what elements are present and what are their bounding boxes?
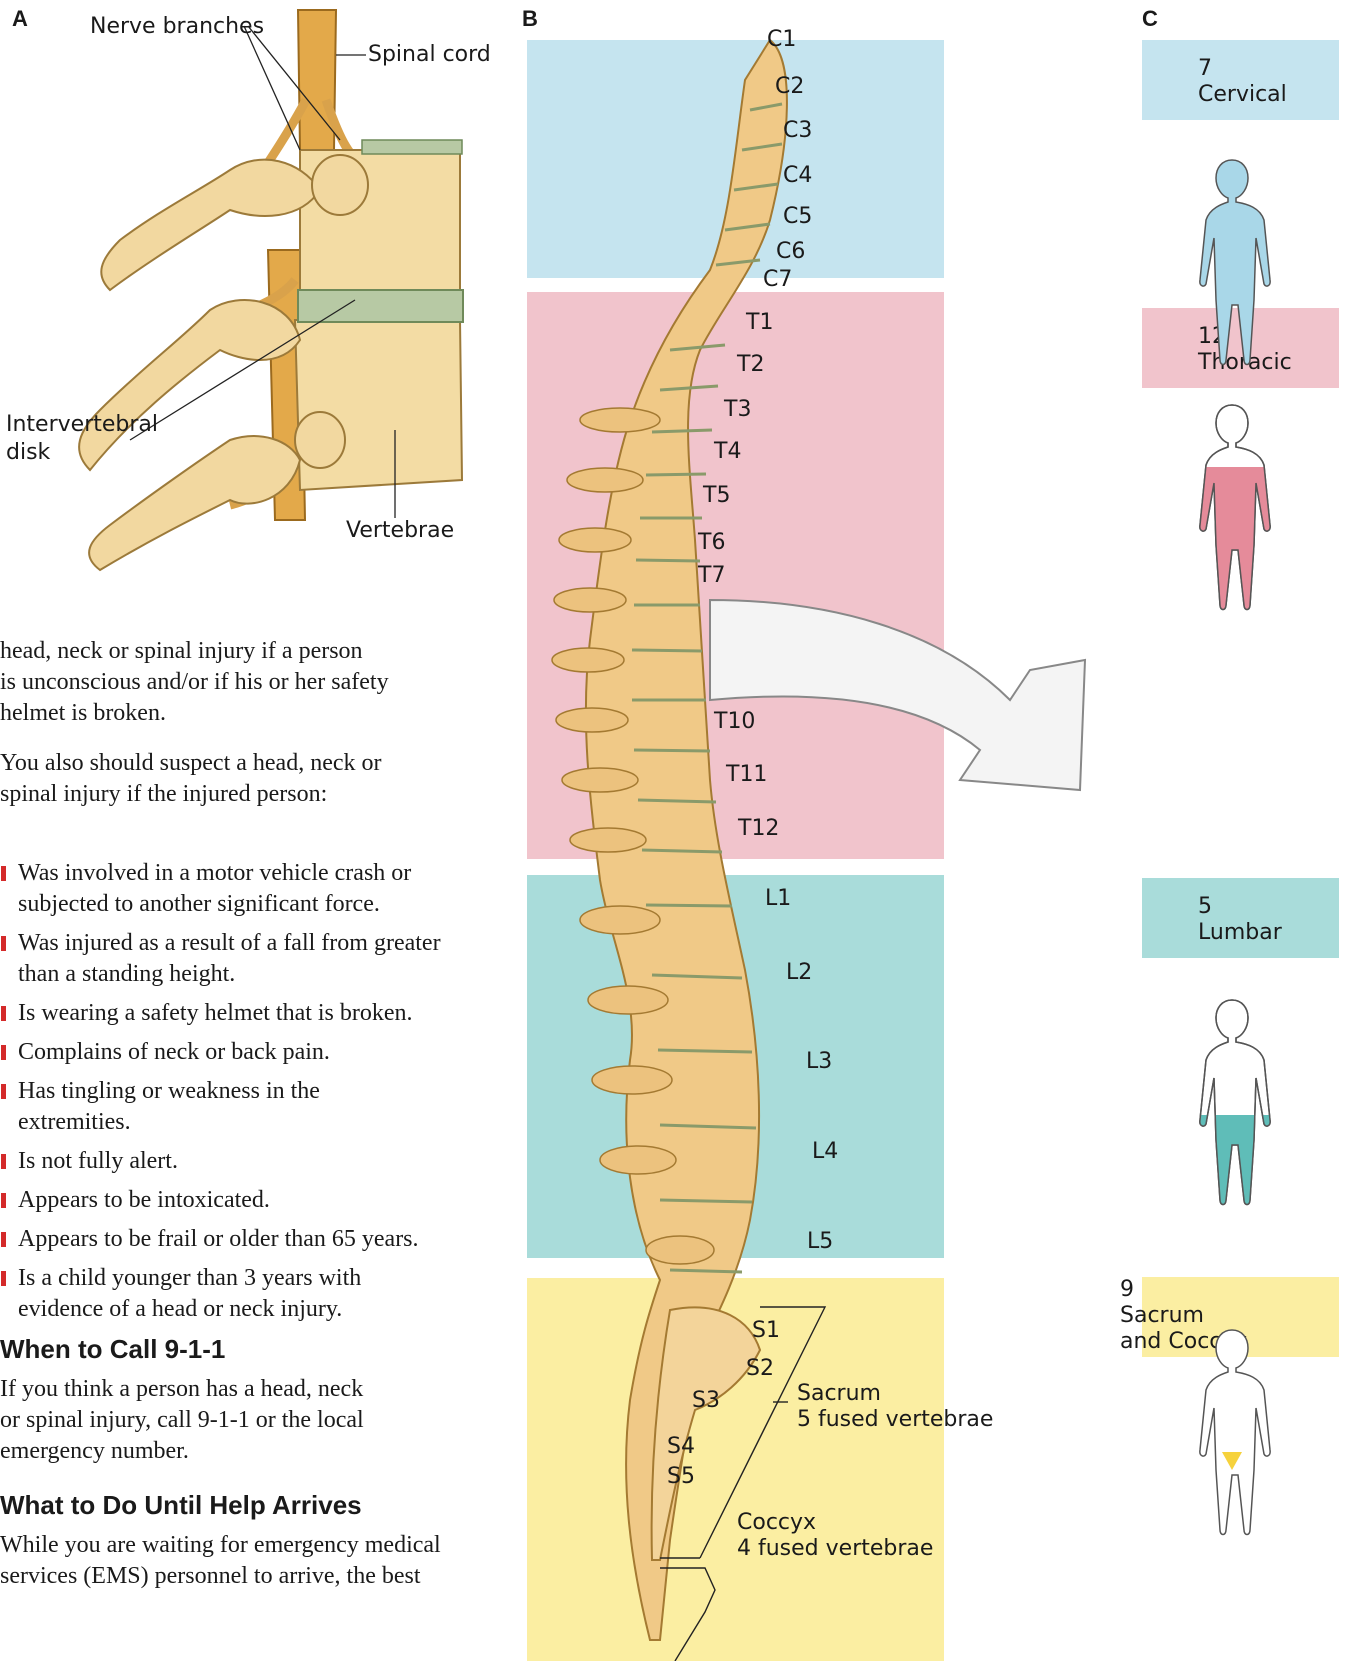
paragraph-3-line-3: emergency number. [0,1436,500,1467]
label-s1: S1 [752,1318,780,1343]
paragraph-1-line-2: is unconscious and/or if his or her safe… [0,667,500,698]
label-coccyx-title: Coccyx [737,1510,816,1535]
paragraph-1-line-3: helmet is broken. [0,698,500,729]
label-l1: L1 [765,886,791,911]
heading-what-to-do: What to Do Until Help Arrives [0,1490,362,1521]
label-l4: L4 [812,1139,838,1164]
intervertebral-disk-shape [298,290,463,322]
figure-thoracic [1182,405,1282,627]
figure-cervical [1200,160,1270,365]
list-item: Appears to be frail or older than 65 yea… [0,1224,470,1255]
list-item: Is wearing a safety helmet that is broke… [0,998,470,1029]
paragraph-3-line-1: If you think a person has a head, neck [0,1374,500,1405]
paragraph-2-line-2: spinal injury if the injured person: [0,779,500,810]
label-sacrum-sub: 5 fused vertebrae [797,1407,993,1432]
label-t11: T11 [726,762,767,787]
paragraph-3-line-2: or spinal injury, call 9-1-1 or the loca… [0,1405,500,1436]
list-item: Is a child younger than 3 years with evi… [0,1263,428,1325]
paragraph-1: head, neck or spinal injury if a person … [0,636,500,729]
paragraph-3: If you think a person has a head, neck o… [0,1374,500,1467]
paragraph-2-line-1: You also should suspect a head, neck or [0,748,500,779]
list-item: Was injured as a result of a fall from g… [0,928,470,990]
label-l3: L3 [806,1049,832,1074]
figure-sacrum-coccyx [1200,1330,1270,1535]
paragraph-4-line-1: While you are waiting for emergency medi… [0,1530,500,1561]
paragraph-4-line-2: services (EMS) personnel to arrive, the … [0,1561,500,1592]
region-box-cervical: 7 Cervical [1142,40,1339,120]
label-t7: T7 [698,563,725,588]
label-s2: S2 [746,1356,774,1381]
label-sacrum-title: Sacrum [797,1381,881,1406]
paragraph-2: You also should suspect a head, neck or … [0,748,500,810]
heading-when-to-call: When to Call 9-1-1 [0,1334,225,1365]
label-nerve-branches: Nerve branches [90,14,264,39]
label-vertebrae: Vertebrae [346,518,454,543]
label-t12: T12 [738,816,779,841]
label-t5: T5 [703,483,730,508]
label-t2: T2 [737,352,764,377]
label-c6: C6 [776,239,805,264]
label-c1: C1 [767,27,796,52]
list-item: Complains of neck or back pain. [0,1037,470,1068]
region-name-cervical: Cervical [1142,82,1339,108]
list-item: Appears to be intoxicated. [0,1185,470,1216]
label-c7: C7 [763,267,792,292]
label-spinal-cord: Spinal cord [368,42,491,67]
region-count-cervical: 7 [1142,40,1339,82]
list-item: Is not fully alert. [0,1146,470,1177]
label-coccyx-sub: 4 fused vertebrae [737,1536,933,1561]
body-figures [1130,140,1330,1540]
panel-letter-c: C [1142,6,1158,32]
paragraph-1-line-1: head, neck or spinal injury if a person [0,636,500,667]
label-c3: C3 [783,118,812,143]
injury-signs-list: Was involved in a motor vehicle crash or… [0,858,470,1333]
label-intervertebral-disk-line1: Intervertebral [6,412,158,437]
label-l2: L2 [786,960,812,985]
label-s5: S5 [667,1464,695,1489]
label-s4: S4 [667,1434,695,1459]
label-s3: S3 [692,1388,720,1413]
figure-lumbar [1182,1000,1282,1225]
label-c2: C2 [775,74,804,99]
label-t10: T10 [714,709,755,734]
list-item: Was involved in a motor vehicle crash or… [0,858,470,920]
label-l5: L5 [807,1229,833,1254]
label-t6: T6 [698,530,725,555]
label-t1: T1 [746,310,773,335]
label-c5: C5 [783,204,812,229]
label-t3: T3 [724,397,751,422]
paragraph-4: While you are waiting for emergency medi… [0,1530,500,1592]
label-intervertebral-disk-line2: disk [6,440,50,465]
label-c4: C4 [783,163,812,188]
label-t4: T4 [714,439,741,464]
list-item: Has tingling or weakness in the extremit… [0,1076,358,1138]
